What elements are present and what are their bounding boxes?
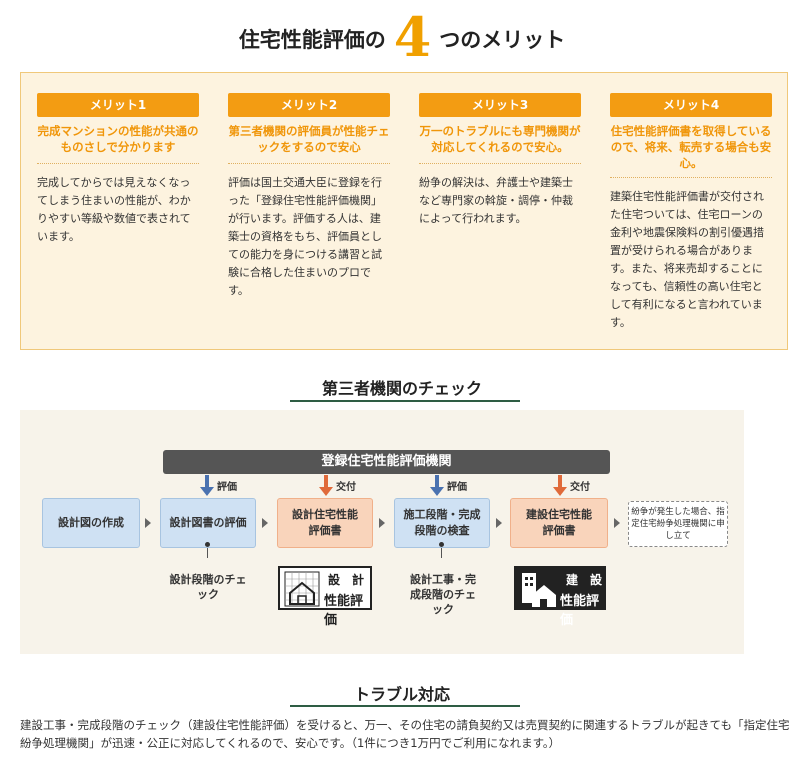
arrow-down-orange xyxy=(553,475,567,496)
title-before: 住宅性能評価の xyxy=(238,28,386,52)
merit-heading: 第三者機関の評価員が性能チェックをするので安心 xyxy=(228,124,390,154)
merit-body: 紛争の解決は、弁護士や建築士など専門家の斡旋・調停・仲裁によって行われます。 xyxy=(419,176,573,225)
merit-divider xyxy=(37,163,199,164)
arrow-label: 交付 xyxy=(570,482,590,493)
merit-heading: 完成マンションの性能が共通のものさしで分かります xyxy=(37,124,199,154)
merit-badge: メリット2 xyxy=(228,93,390,117)
merit-heading: 住宅性能評価書を取得しているので、将来、転売する場合も安心。 xyxy=(610,124,772,170)
merit-body: 完成してからでは見えなくなってしまう住まいの性能が、わかりやすい等級や数値で表さ… xyxy=(37,176,191,243)
chevron-right-icon xyxy=(145,518,151,528)
arrow-label: 評価 xyxy=(447,482,467,493)
connector-line xyxy=(441,548,442,558)
sub-label-design-check: 設計段階のチェック xyxy=(169,573,247,601)
arrow-down-blue xyxy=(200,475,214,496)
org-bar: 登録住宅性能評価機関 xyxy=(163,450,610,474)
merit-box: メリット1 完成マンションの性能が共通のものさしで分かります 完成してからでは見… xyxy=(20,72,788,350)
mark-bottom-text: 性能評価 xyxy=(560,594,600,628)
mark-top-text: 設 計 xyxy=(328,573,365,587)
merit-badge: メリット3 xyxy=(419,93,581,117)
connector-dot xyxy=(439,542,444,547)
merit-body: 評価は国土交通大臣に登録を行った「登録住宅性能評価機関」が行います。評価する人は… xyxy=(228,176,382,297)
merit-column-1: メリット1 完成マンションの性能が共通のものさしで分かります 完成してからでは見… xyxy=(37,93,199,246)
trouble-body-text: 建設工事・完成段階のチェック（建設住宅性能評価）を受けると、万一、その住宅の請負… xyxy=(20,718,790,750)
title-number: 4 xyxy=(393,5,432,69)
chevron-right-icon xyxy=(614,518,620,528)
chevron-right-icon xyxy=(496,518,502,528)
trouble-section-underline xyxy=(290,705,520,707)
merit-divider xyxy=(228,163,390,164)
mark-top-text: 建 設 xyxy=(566,573,603,587)
house-blueprint-icon xyxy=(284,571,320,607)
connector-line xyxy=(207,548,208,558)
merit-column-2: メリット2 第三者機関の評価員が性能チェックをするので安心 評価は国土交通大臣に… xyxy=(228,93,390,300)
building-icon xyxy=(522,573,556,607)
step-construction-certificate: 建設住宅性能評価書 xyxy=(510,498,608,548)
step-design-evaluation: 設計図書の評価 xyxy=(160,498,256,548)
dispute-box: 紛争が発生した場合、指定住宅紛争処理機関に申し立て xyxy=(628,501,728,547)
design-performance-mark: 設 計 性能評価 xyxy=(278,566,372,628)
merit-badge: メリット4 xyxy=(610,93,772,117)
flow-diagram: 登録住宅性能評価機関 評価 交付 評価 交付 設計図の作成 設計図書の評価 設計… xyxy=(20,410,744,654)
merit-divider xyxy=(610,177,772,178)
page-title: 住宅性能評価の 4 つのメリット xyxy=(0,4,804,64)
arrow-down-blue xyxy=(430,475,444,496)
merit-heading: 万一のトラブルにも専門機関が対応してくれるので安心。 xyxy=(419,124,581,154)
merit-column-3: メリット3 万一のトラブルにも専門機関が対応してくれるので安心。 紛争の解決は、… xyxy=(419,93,581,228)
check-section-underline xyxy=(290,400,520,402)
merit-divider xyxy=(419,163,581,164)
arrow-label: 交付 xyxy=(336,482,356,493)
construction-performance-mark: 建 設 性能評価 xyxy=(514,566,606,628)
sub-label-construction-check: 設計工事・完成段階のチェック xyxy=(410,573,476,616)
merit-column-4: メリット4 住宅性能評価書を取得しているので、将来、転売する場合も安心。 建築住… xyxy=(610,93,772,332)
check-section-title: 第三者機関のチェック xyxy=(321,379,482,398)
step-design-certificate: 設計住宅性能評価書 xyxy=(277,498,373,548)
title-after: つのメリット xyxy=(439,28,566,52)
merit-badge: メリット1 xyxy=(37,93,199,117)
step-design-drawing: 設計図の作成 xyxy=(42,498,140,548)
chevron-right-icon xyxy=(262,518,268,528)
connector-dot xyxy=(205,542,210,547)
merit-body: 建築住宅性能評価書が交付された住宅ついては、住宅ローンの金利や地震保険料の割引優… xyxy=(610,190,764,329)
arrow-down-orange xyxy=(319,475,333,496)
chevron-right-icon xyxy=(379,518,385,528)
arrow-label: 評価 xyxy=(217,482,237,493)
step-construction-inspection: 施工段階・完成段階の検査 xyxy=(394,498,490,548)
trouble-section-title: トラブル対応 xyxy=(353,685,450,704)
mark-bottom-text: 性能評価 xyxy=(324,594,364,628)
